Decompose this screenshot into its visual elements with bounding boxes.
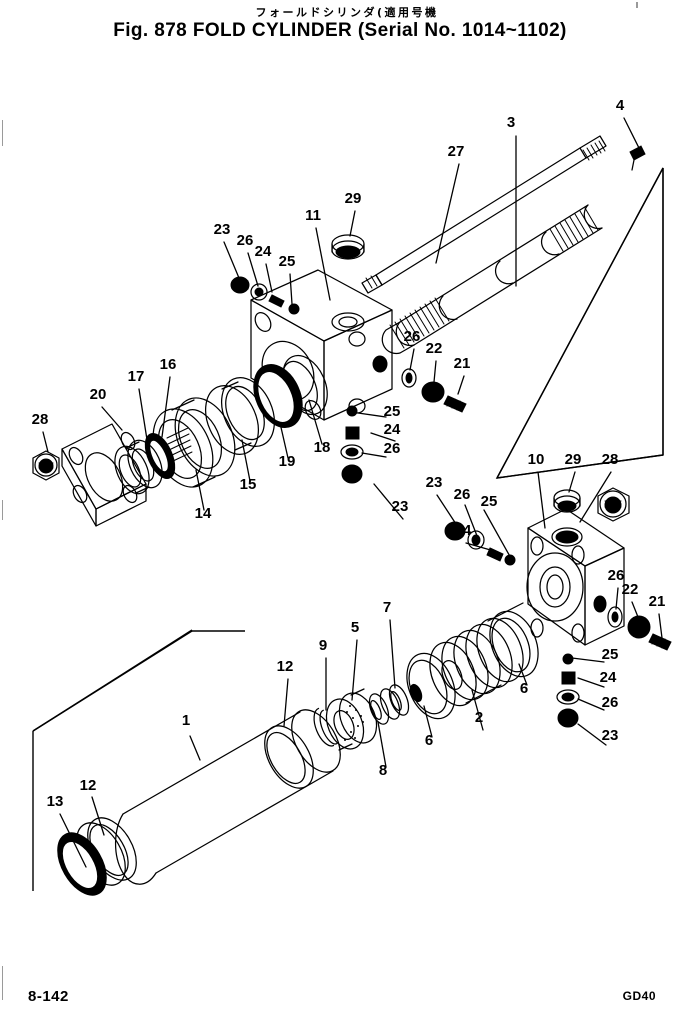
callout-5: 5 — [351, 619, 359, 636]
callout-29b: 29 — [565, 451, 582, 468]
fastener-group-lower-left — [444, 521, 516, 566]
callout-22a: 22 — [426, 340, 443, 357]
part-nut-28-lower — [597, 487, 630, 522]
callout-26c: 26 — [384, 440, 401, 457]
callout-26e: 26 — [608, 567, 625, 584]
fastener-group-lower-bottom — [556, 653, 580, 728]
callout-18: 18 — [314, 439, 331, 456]
part-seal-ring-13 — [57, 832, 107, 896]
page-title: Fig. 878 FOLD CYLINDER (Serial No. 1014~… — [113, 20, 567, 41]
part-wear-ring-12-right — [264, 725, 314, 789]
part-seal-ring-8 — [368, 693, 390, 725]
callout-27: 27 — [448, 143, 465, 160]
page-header: フォールドシリンダ(適用号機 Fig. 878 FOLD CYLINDER (S… — [0, 0, 680, 42]
callout-19: 19 — [279, 453, 296, 470]
callout-20: 20 — [90, 386, 107, 403]
part-snap-ring-9 — [313, 707, 338, 747]
callout-8: 8 — [379, 762, 387, 779]
callout-26f: 26 — [602, 694, 619, 711]
callout-15: 15 — [240, 476, 257, 493]
part-mounting-flange-20 — [61, 423, 147, 527]
part-dust-seal-16 — [144, 433, 176, 479]
callout-6b: 6 — [520, 680, 528, 697]
page-number: 8-142 — [28, 988, 69, 1005]
callout-16: 16 — [160, 356, 177, 373]
japanese-subtitle: フォールドシリンダ(適用号機 — [255, 6, 439, 19]
background-panel-lower — [32, 629, 245, 891]
part-piston-rod-27 — [381, 204, 603, 355]
callout-12a: 12 — [277, 658, 294, 675]
callout-25b: 25 — [384, 403, 401, 420]
callout-12b: 12 — [80, 777, 97, 794]
callout-14: 14 — [195, 505, 212, 522]
callout-23b: 23 — [392, 498, 409, 515]
callout-21b: 21 — [649, 593, 666, 610]
callout-25c: 25 — [481, 493, 498, 510]
part-piston-ring-6-left — [406, 652, 456, 720]
part-oring-port-29-lower — [553, 489, 581, 513]
callout-24b: 24 — [384, 421, 401, 438]
callout-23c: 23 — [426, 474, 443, 491]
callout-24a: 24 — [255, 243, 272, 260]
callout-9: 9 — [319, 637, 327, 654]
callout-17: 17 — [128, 368, 145, 385]
callout-4: 4 — [616, 97, 625, 114]
callout-6a: 6 — [425, 732, 433, 749]
fastener-group-upper-right — [401, 368, 467, 413]
callout-23d: 23 — [602, 727, 619, 744]
callout-2: 2 — [475, 709, 483, 726]
callout-7: 7 — [383, 599, 391, 616]
callout-26b: 26 — [404, 328, 421, 345]
part-piston-ring-6-right — [489, 610, 539, 678]
crop-tick-left-mid — [2, 500, 3, 520]
part-nut-28-left — [32, 450, 60, 481]
background-panel-upper — [495, 167, 664, 479]
part-oring-port-29-upper — [331, 234, 365, 260]
callout-26d: 26 — [454, 486, 471, 503]
part-piston-2 — [429, 602, 524, 707]
model-code: GD40 — [622, 989, 656, 1003]
fastener-group-upper-bottom — [340, 405, 364, 484]
leader-lines — [42, 117, 663, 868]
callout-23a: 23 — [214, 221, 231, 238]
callout-10: 10 — [528, 451, 545, 468]
callout-28a: 28 — [32, 411, 49, 428]
part-head-block-11 — [250, 269, 393, 421]
part-oring-19 — [253, 364, 303, 428]
callout-24c: 24 — [455, 522, 472, 539]
callout-13: 13 — [47, 793, 64, 810]
callout-29a: 29 — [345, 190, 362, 207]
callout-26a: 26 — [237, 232, 254, 249]
callout-25a: 25 — [279, 253, 296, 270]
crop-tick-left-bottom — [2, 966, 3, 1000]
callout-numbers: 1 2 3 4 5 6 6 7 8 9 10 11 12 12 13 14 15… — [32, 97, 666, 810]
callout-21a: 21 — [454, 355, 471, 372]
callout-3: 3 — [507, 114, 515, 131]
crop-tick-left-top — [2, 120, 3, 146]
part-grease-fitting-4 — [629, 145, 646, 171]
part-head-block-10 — [526, 508, 625, 646]
callout-28b: 28 — [602, 451, 619, 468]
fastener-group-upper-left — [230, 276, 300, 315]
fastener-group-lower-right — [607, 606, 672, 651]
callout-22b: 22 — [622, 581, 639, 598]
callout-25d: 25 — [602, 646, 619, 663]
callout-24d: 24 — [600, 669, 617, 686]
part-rod-small-3 — [361, 135, 607, 294]
part-cylinder-tube-1 — [114, 709, 341, 885]
part-piston-bearing-5 — [325, 688, 378, 751]
crop-tick-top-right — [636, 2, 638, 8]
callout-11: 11 — [305, 207, 321, 224]
part-backup-ring-7 — [379, 684, 410, 720]
callout-1: 1 — [182, 712, 190, 729]
